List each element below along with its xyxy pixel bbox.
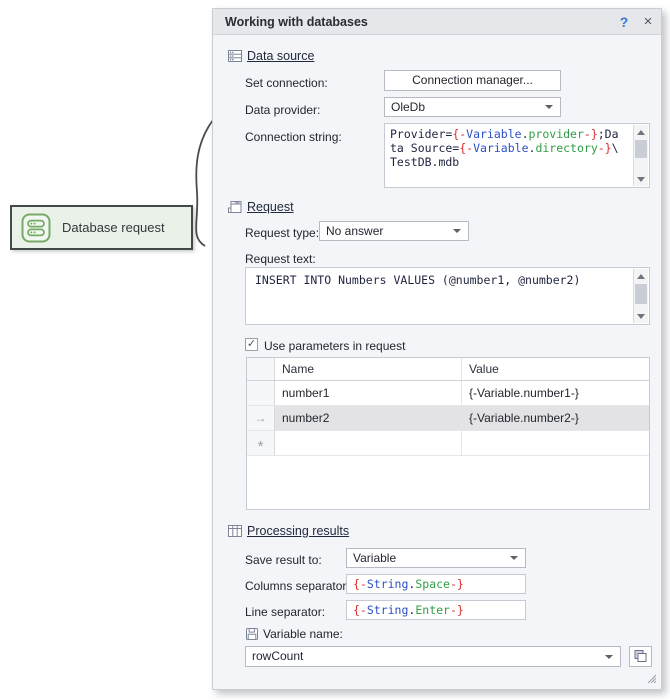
scroll-down-icon[interactable] — [634, 172, 648, 186]
request-text-textarea[interactable]: INSERT INTO Numbers VALUES (@number1, @n… — [245, 267, 650, 325]
section-processing-results: Processing results — [227, 523, 349, 539]
chevron-down-icon — [605, 655, 613, 659]
request-text-value: INSERT INTO Numbers VALUES (@number1, @n… — [255, 273, 631, 321]
table-row[interactable]: number1 {-Variable.number1-} — [247, 381, 649, 406]
database-request-node[interactable]: Database request — [10, 205, 193, 250]
data-provider-label: Data provider: — [245, 103, 320, 117]
copy-variable-button[interactable] — [629, 646, 652, 667]
resize-grip[interactable] — [645, 672, 656, 683]
panel-header: Working with databases ? × — [213, 9, 661, 35]
use-parameters-checkbox[interactable]: ✓ — [245, 338, 258, 351]
line-separator-value: {-String.Enter-} — [353, 603, 464, 617]
request-title[interactable]: Request — [247, 200, 294, 214]
section-data-source: Data source — [227, 48, 314, 64]
connection-string-value: Provider={-Variable.provider-};Data Sour… — [390, 127, 631, 184]
help-icon[interactable]: ? — [613, 14, 635, 30]
close-icon[interactable]: × — [635, 13, 661, 30]
section-request: Request — [227, 199, 294, 215]
set-connection-label: Set connection: — [245, 76, 328, 90]
scroll-down-icon[interactable] — [634, 309, 648, 323]
columns-separator-value: {-String.Space-} — [353, 577, 464, 591]
current-row-arrow-icon: → — [247, 406, 275, 430]
connection-string-textarea[interactable]: Provider={-Variable.provider-};Data Sour… — [384, 123, 650, 188]
request-text-scrollbar[interactable] — [633, 269, 648, 323]
chevron-down-icon — [453, 229, 461, 233]
request-type-value: No answer — [326, 224, 383, 238]
column-header-value[interactable]: Value — [462, 358, 649, 380]
scroll-thumb[interactable] — [635, 284, 647, 304]
processing-results-title[interactable]: Processing results — [247, 524, 349, 538]
row-gutter — [247, 381, 275, 405]
line-separator-label: Line separator: — [245, 605, 325, 619]
table-row-selected[interactable]: → number2 {-Variable.number2-} — [247, 406, 649, 431]
save-result-dropdown[interactable]: Variable — [346, 548, 526, 568]
request-text-label: Request text: — [245, 252, 316, 266]
checkmark-icon: ✓ — [247, 338, 256, 350]
request-icon — [227, 199, 243, 215]
data-source-title[interactable]: Data source — [247, 49, 314, 63]
columns-separator-input[interactable]: {-String.Space-} — [346, 574, 526, 594]
cell-name[interactable] — [275, 431, 462, 455]
chevron-down-icon — [545, 105, 553, 109]
chevron-down-icon — [510, 556, 518, 560]
cell-value[interactable]: {-Variable.number1-} — [462, 381, 649, 405]
request-type-label: Request type: — [245, 226, 319, 240]
connection-string-label: Connection string: — [245, 130, 342, 144]
save-result-value: Variable — [353, 551, 396, 565]
connection-string-scrollbar[interactable] — [633, 125, 648, 186]
node-label: Database request — [62, 220, 165, 235]
scroll-thumb[interactable] — [635, 140, 647, 158]
line-separator-input[interactable]: {-String.Enter-} — [346, 600, 526, 620]
cell-value[interactable] — [462, 431, 649, 455]
table-grid-icon — [227, 523, 243, 539]
variable-name-combobox[interactable]: rowCount — [245, 646, 621, 667]
save-result-label: Save result to: — [245, 553, 322, 567]
table-header-row: Name Value — [247, 358, 649, 381]
data-provider-dropdown[interactable]: OleDb — [384, 97, 561, 117]
new-row-asterisk-icon: * — [247, 431, 275, 455]
cell-value[interactable]: {-Variable.number2-} — [462, 406, 649, 430]
columns-separator-label: Columns separator: — [245, 579, 350, 593]
properties-panel: Working with databases ? × Data source S… — [212, 8, 662, 690]
save-icon — [245, 627, 259, 641]
panel-title: Working with databases — [213, 15, 613, 29]
variable-name-label: Variable name: — [263, 627, 343, 641]
data-provider-value: OleDb — [391, 100, 425, 114]
gutter-header — [247, 358, 275, 380]
column-header-name[interactable]: Name — [275, 358, 462, 380]
variable-name-row: Variable name: — [245, 627, 343, 641]
cell-name[interactable]: number1 — [275, 381, 462, 405]
database-icon — [20, 212, 52, 244]
scroll-up-icon[interactable] — [634, 125, 648, 139]
copy-icon — [633, 649, 648, 664]
request-type-dropdown[interactable]: No answer — [319, 221, 469, 241]
data-source-icon — [227, 48, 243, 64]
parameters-table: Name Value number1 {-Variable.number1-} … — [246, 357, 650, 510]
variable-name-value: rowCount — [252, 649, 303, 663]
table-new-row[interactable]: * — [247, 431, 649, 456]
scroll-up-icon[interactable] — [634, 269, 648, 283]
use-parameters-label: Use parameters in request — [264, 339, 405, 353]
cell-name[interactable]: number2 — [275, 406, 462, 430]
connection-manager-button[interactable]: Connection manager... — [384, 70, 561, 91]
